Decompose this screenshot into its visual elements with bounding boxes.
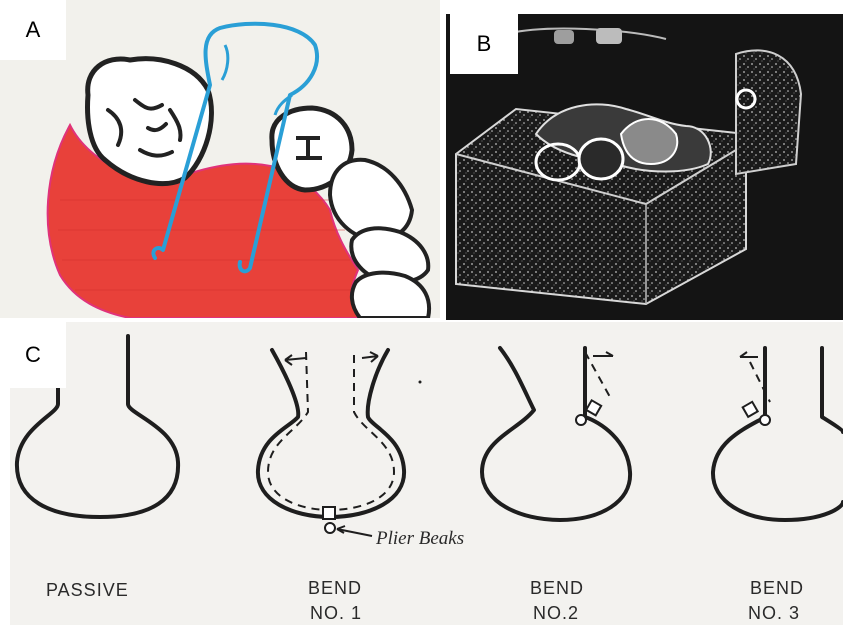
bend2-label-line2: NO.2 [533, 603, 579, 623]
plier-beaks-label: Plier Beaks [375, 528, 464, 549]
bend3-label-line1: BEND [750, 578, 804, 598]
bend3-label-line2: NO. 3 [748, 603, 800, 623]
bend2-label-line1: BEND [530, 578, 584, 598]
panel-c-label: C [0, 322, 66, 388]
panel-b-label: B [450, 14, 518, 74]
bend3-loop [713, 348, 843, 520]
passive-label: PASSIVE [46, 580, 129, 600]
panel-c-bend-diagram: Plier Beaks PASSIVE BEND NO. 1 BEND NO.2… [10, 322, 843, 625]
appliance-illustration [0, 0, 440, 318]
bend1-label-line2: NO. 1 [310, 603, 362, 623]
panel-a-label: A [0, 0, 66, 60]
bend1-label-line1: BEND [308, 578, 362, 598]
loop-bend-diagram: Plier Beaks PASSIVE BEND NO. 1 BEND NO.2… [10, 322, 843, 625]
bend2-loop [482, 348, 630, 520]
bend1-loop [258, 350, 404, 517]
panel-a-drawing [0, 0, 440, 318]
